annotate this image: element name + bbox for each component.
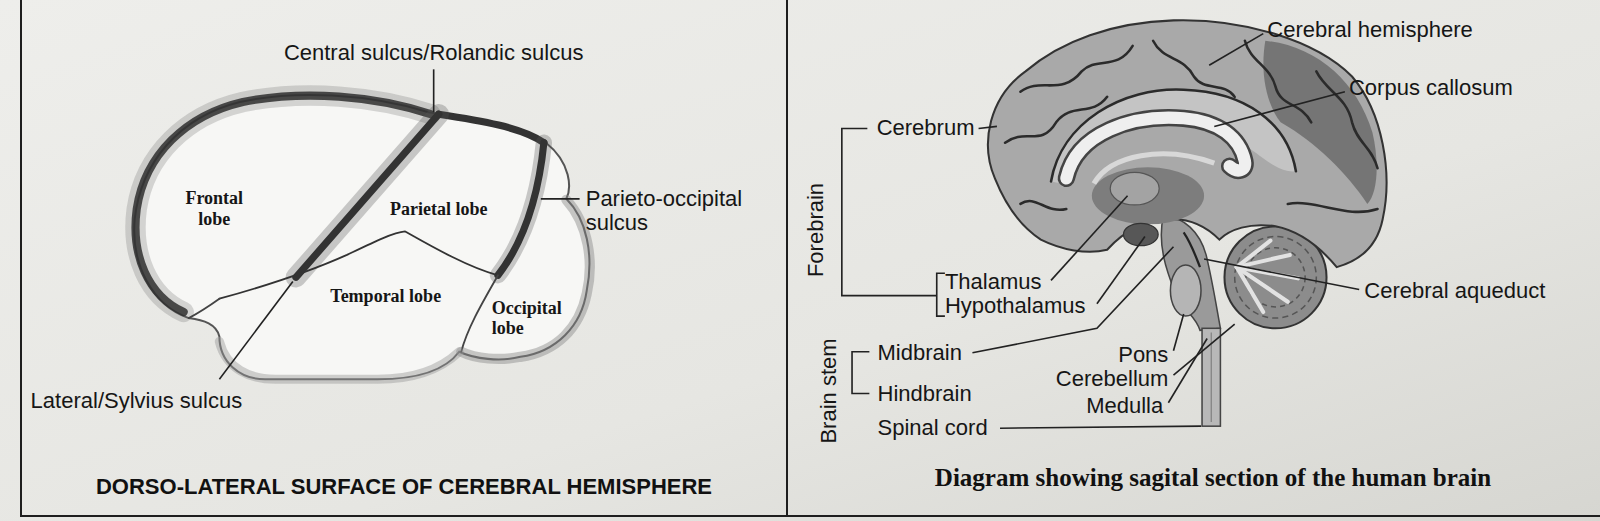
part-label: Cerebellum bbox=[1056, 367, 1169, 392]
panel-caption: Diagram showing sagital section of the h… bbox=[935, 464, 1491, 493]
leader-line bbox=[219, 281, 292, 379]
group-label-text: Forebrain bbox=[804, 183, 829, 277]
parietal-edge bbox=[439, 114, 544, 143]
cingulate-gyrus bbox=[1051, 90, 1296, 184]
corpus-callosum-outline bbox=[1066, 118, 1245, 179]
part-label-text: Spinal cord bbox=[878, 416, 988, 441]
part-label: Thalamus bbox=[945, 270, 1042, 295]
lobe-label: Parietal lobe bbox=[390, 199, 487, 220]
group-label: Forebrain bbox=[804, 183, 829, 277]
sulcus-label-text: Lateral/Sylvius sulcus bbox=[31, 389, 243, 414]
leader-line bbox=[1204, 259, 1359, 290]
lobe-label-text: Parietal lobe bbox=[390, 199, 487, 220]
lobe-label-text: Temporal lobe bbox=[330, 286, 441, 307]
leader-line bbox=[433, 69, 435, 112]
calcarine-sulcus bbox=[1288, 203, 1378, 212]
sulcus-label: Central sulcus/Rolandic sulcus bbox=[284, 41, 584, 66]
part-label-text: Corpus callosum bbox=[1349, 76, 1513, 101]
panel-caption-box: DORSO-LATERAL SURFACE OF CEREBRAL HEMISP… bbox=[22, 474, 786, 499]
leader-line bbox=[1051, 196, 1128, 281]
sulcus-label: Parieto-occipital sulcus bbox=[586, 187, 776, 236]
hemisphere-figure bbox=[134, 95, 590, 379]
leader-lines bbox=[972, 34, 1359, 429]
bracket bbox=[842, 128, 937, 295]
leader-line bbox=[1000, 426, 1201, 428]
part-label-text: Medulla bbox=[1086, 394, 1163, 419]
pons-shape bbox=[1170, 265, 1201, 316]
bracket bbox=[852, 352, 869, 394]
corpus-callosum-shape bbox=[1066, 118, 1245, 179]
part-label: Cerebral hemisphere bbox=[1267, 18, 1472, 43]
lobe-label-text: Occipital lobe bbox=[492, 298, 574, 339]
cerebral-aqueduct-shape bbox=[1184, 232, 1200, 267]
group-label: Brain stem bbox=[816, 338, 841, 443]
parieto-occipital-shading bbox=[498, 143, 544, 276]
leader-line bbox=[1173, 314, 1183, 351]
part-label-text: Thalamus bbox=[945, 270, 1042, 295]
sulcus-line bbox=[1153, 41, 1235, 97]
part-label-text: Pons bbox=[1118, 343, 1168, 368]
leader-line bbox=[1209, 34, 1263, 66]
part-label: Hypothalamus bbox=[945, 294, 1086, 319]
leader-line bbox=[979, 126, 997, 128]
part-label-text: Midbrain bbox=[878, 341, 962, 366]
sulcus-line bbox=[1020, 201, 1066, 210]
part-label-text: Hindbrain bbox=[878, 382, 972, 407]
bracket bbox=[937, 273, 945, 316]
part-label: Pons bbox=[1118, 343, 1168, 368]
part-label-text: Hypothalamus bbox=[945, 294, 1086, 319]
part-label-text: Cerebral aqueduct bbox=[1364, 279, 1545, 304]
sagittal-brain-figure bbox=[988, 20, 1386, 426]
cingulate-sulcus bbox=[1051, 90, 1296, 182]
lobe-label: Occipital lobe bbox=[492, 298, 574, 339]
central-sulcus-shading bbox=[296, 114, 439, 277]
part-label-text: Cerebrum bbox=[877, 116, 975, 141]
occipital-dark-area bbox=[1263, 41, 1376, 204]
part-label-text: Cerebral hemisphere bbox=[1267, 18, 1472, 43]
part-label: Midbrain bbox=[878, 341, 962, 366]
part-label: Cerebrum bbox=[877, 116, 975, 141]
arbor-vitae-branch bbox=[1237, 267, 1288, 302]
temporal-shading bbox=[219, 342, 459, 380]
part-label: Spinal cord bbox=[878, 416, 988, 441]
lobe-label: Temporal lobe bbox=[330, 286, 441, 307]
part-label: Cerebral aqueduct bbox=[1364, 279, 1545, 304]
leader-line bbox=[1214, 92, 1345, 127]
central-sulcus bbox=[296, 114, 439, 277]
sulcus-label: Lateral/Sylvius sulcus bbox=[31, 389, 243, 414]
leader-line bbox=[541, 198, 580, 200]
frontal-base bbox=[189, 299, 220, 318]
leader-lines bbox=[219, 69, 579, 379]
part-label-text: Cerebellum bbox=[1056, 367, 1169, 392]
panel-caption-box: Diagram showing sagital section of the h… bbox=[786, 464, 1600, 493]
panel-caption: DORSO-LATERAL SURFACE OF CEREBRAL HEMISP… bbox=[96, 474, 712, 499]
leader-line bbox=[1168, 338, 1207, 402]
thalamus-shape bbox=[1110, 172, 1159, 205]
sulcus-label-text: Parieto-occipital sulcus bbox=[586, 187, 776, 236]
arbor-vitae-branch bbox=[1237, 267, 1264, 312]
lobe-label-text: Frontal lobe bbox=[178, 188, 250, 229]
leader-line bbox=[1173, 324, 1234, 375]
occipital-shading bbox=[461, 200, 590, 359]
group-label-text: Brain stem bbox=[816, 338, 841, 443]
cerebrum-shape bbox=[988, 20, 1386, 267]
hemisphere-outline bbox=[134, 95, 589, 379]
leader-line bbox=[1097, 237, 1145, 304]
arbor-vitae-branch bbox=[1237, 255, 1290, 267]
sulcus-label-text: Central sulcus/Rolandic sulcus bbox=[284, 41, 584, 66]
parieto-occipital-sulcus bbox=[498, 143, 544, 276]
figure-panel: DORSO-LATERAL SURFACE OF CEREBRAL HEMISP… bbox=[20, 0, 788, 517]
part-label: Medulla bbox=[1086, 394, 1163, 419]
cerebellum-folia bbox=[1235, 237, 1317, 319]
lobe-label: Frontal lobe bbox=[178, 188, 250, 229]
part-label: Hindbrain bbox=[878, 382, 972, 407]
central-canal bbox=[1211, 332, 1212, 422]
part-label: Corpus callosum bbox=[1349, 76, 1513, 101]
sulcus-line bbox=[1020, 46, 1132, 92]
